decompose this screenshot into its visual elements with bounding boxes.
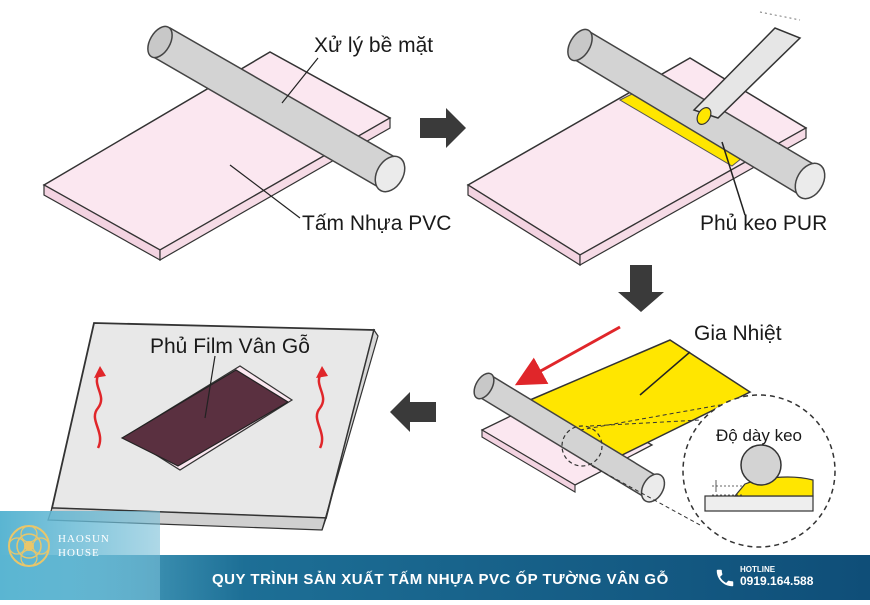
direction-arrow [514,325,621,386]
logo-text-line2: HOUSE [58,547,100,559]
lotus-emblem-icon [8,525,50,567]
arrow-right-icon [420,108,466,148]
brand-logo: HAOSUN HOUSE [0,511,160,600]
label-wood-film: Phủ Film Vân Gỗ [150,335,310,358]
heat-wave-right-icon [315,371,325,449]
arrow-left-icon [390,392,436,432]
roller-2 [567,28,826,200]
roller-3 [473,372,666,503]
label-pur-glue: Phủ keo PUR [700,212,828,235]
label-heating: Gia Nhiệt [694,322,782,345]
label-pvc-sheet: Tấm Nhựa PVC [302,212,452,235]
detail-highlight [561,425,603,467]
footer-title: QUY TRÌNH SẢN XUẤT TẤM NHỰA PVC ỐP TƯỜNG… [212,571,669,588]
label-glue-thickness: Độ dày keo [716,426,802,445]
roller-1 [147,25,406,193]
glue-nozzle-icon [692,11,802,125]
logo-text-line1: HAOSUN [58,533,110,545]
glue-thickness-detail [682,394,836,548]
phone-icon [716,569,734,587]
hotline-number: 0919.164.588 [740,574,814,588]
step2-group [466,11,826,267]
step3-group [473,325,752,526]
hotline-label: HOTLINE [740,565,776,574]
heat-wave-left-icon [93,371,103,449]
step1-group [42,25,406,262]
hotline: HOTLINE 0919.164.588 [740,565,813,588]
arrow-down-icon [618,265,664,312]
label-surface-treatment: Xử lý bề mặt [314,34,434,57]
